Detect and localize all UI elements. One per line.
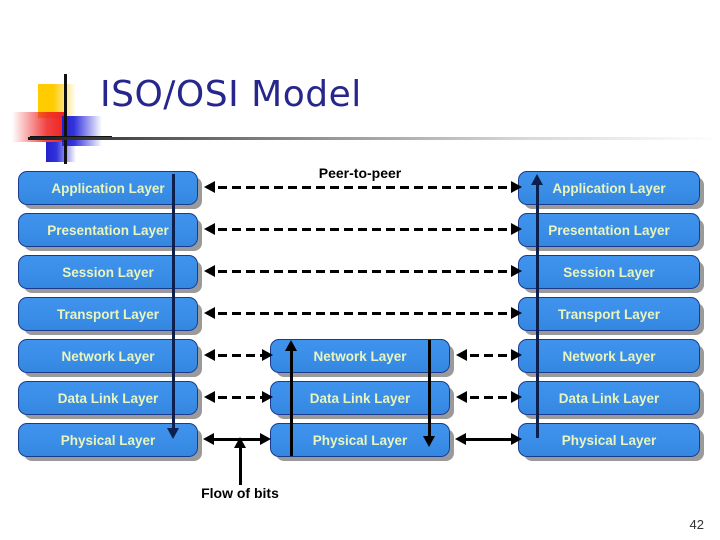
peer-connector-presentation (218, 228, 514, 231)
left-layer-network[interactable]: Network Layer (18, 339, 198, 373)
peer-connector-application (218, 186, 514, 189)
peer-connector-network-right (470, 354, 514, 357)
left-layer-application[interactable]: Application Layer (18, 171, 198, 205)
peer-connector-presentation-head-right (511, 223, 522, 235)
right-layer-datalink[interactable]: Data Link Layer (518, 381, 700, 415)
flow-of-bits-leader-arrowhead (234, 437, 246, 448)
middle-down-arrow-head (423, 436, 435, 447)
peer-connector-datalink-left-head-left (204, 391, 215, 403)
middle-layer-network[interactable]: Network Layer (270, 339, 450, 373)
middle-layer-physical[interactable]: Physical Layer (270, 423, 450, 457)
left-stack-arrow-head-down (167, 428, 179, 439)
peer-connector-network-left-head-right (262, 349, 273, 361)
logo-blue-square-small (46, 142, 76, 162)
flow-of-bits-label: Flow of bits (201, 485, 279, 501)
peer-connector-datalink-right-head-right (511, 391, 522, 403)
title-divider (28, 137, 720, 140)
middle-layer-datalink[interactable]: Data Link Layer (270, 381, 450, 415)
peer-connector-network-right-head-left (456, 349, 467, 361)
peer-connector-datalink-left-head-right (262, 391, 273, 403)
peer-connector-transport-head-left (204, 307, 215, 319)
physical-connector-right-head-right (511, 433, 522, 445)
left-layer-session[interactable]: Session Layer (18, 255, 198, 289)
peer-connector-transport-head-right (511, 307, 522, 319)
left-layer-physical[interactable]: Physical Layer (18, 423, 198, 457)
physical-connector-right (466, 438, 516, 441)
flow-of-bits-leader-line (239, 445, 242, 485)
left-layer-presentation[interactable]: Presentation Layer (18, 213, 198, 247)
left-stack-arrow-stem (172, 174, 175, 430)
page-number: 42 (689, 517, 704, 532)
peer-to-peer-text: Peer-to-peer (318, 165, 402, 181)
peer-connector-session-head-right (511, 265, 522, 277)
middle-up-arrow-stem (290, 348, 293, 456)
peer-connector-network-right-head-right (511, 349, 522, 361)
peer-connector-datalink-right (470, 396, 514, 399)
peer-connector-datalink-left (218, 396, 264, 399)
peer-connector-session-head-left (204, 265, 215, 277)
peer-connector-application-head-left (204, 181, 215, 193)
peer-connector-network-left-head-left (204, 349, 215, 361)
right-stack-arrow-head-up (531, 174, 543, 185)
middle-up-arrow-head (285, 340, 297, 351)
logo-crosshair-vertical (64, 74, 67, 164)
right-layer-physical[interactable]: Physical Layer (518, 423, 700, 457)
physical-connector-left-head-left (203, 433, 214, 445)
peer-connector-application-head-right (511, 181, 522, 193)
physical-connector-left-head-right (260, 433, 271, 445)
right-layer-session[interactable]: Session Layer (518, 255, 700, 289)
peer-connector-network-left (218, 354, 264, 357)
logo-blue-square (62, 116, 102, 146)
middle-down-arrow-stem (428, 340, 431, 440)
right-layer-application[interactable]: Application Layer (518, 171, 700, 205)
page-title: ISO/OSI Model (100, 74, 362, 115)
peer-connector-datalink-right-head-left (456, 391, 467, 403)
peer-connector-session (218, 270, 514, 273)
peer-connector-presentation-head-left (204, 223, 215, 235)
left-layer-datalink[interactable]: Data Link Layer (18, 381, 198, 415)
peer-connector-transport (218, 312, 514, 315)
right-layer-network[interactable]: Network Layer (518, 339, 700, 373)
peer-to-peer-label: Peer-to-peer (0, 165, 720, 181)
right-layer-presentation[interactable]: Presentation Layer (518, 213, 700, 247)
right-layer-transport[interactable]: Transport Layer (518, 297, 700, 331)
right-stack-arrow-stem (536, 182, 539, 438)
left-layer-transport[interactable]: Transport Layer (18, 297, 198, 331)
physical-connector-right-head-left (455, 433, 466, 445)
